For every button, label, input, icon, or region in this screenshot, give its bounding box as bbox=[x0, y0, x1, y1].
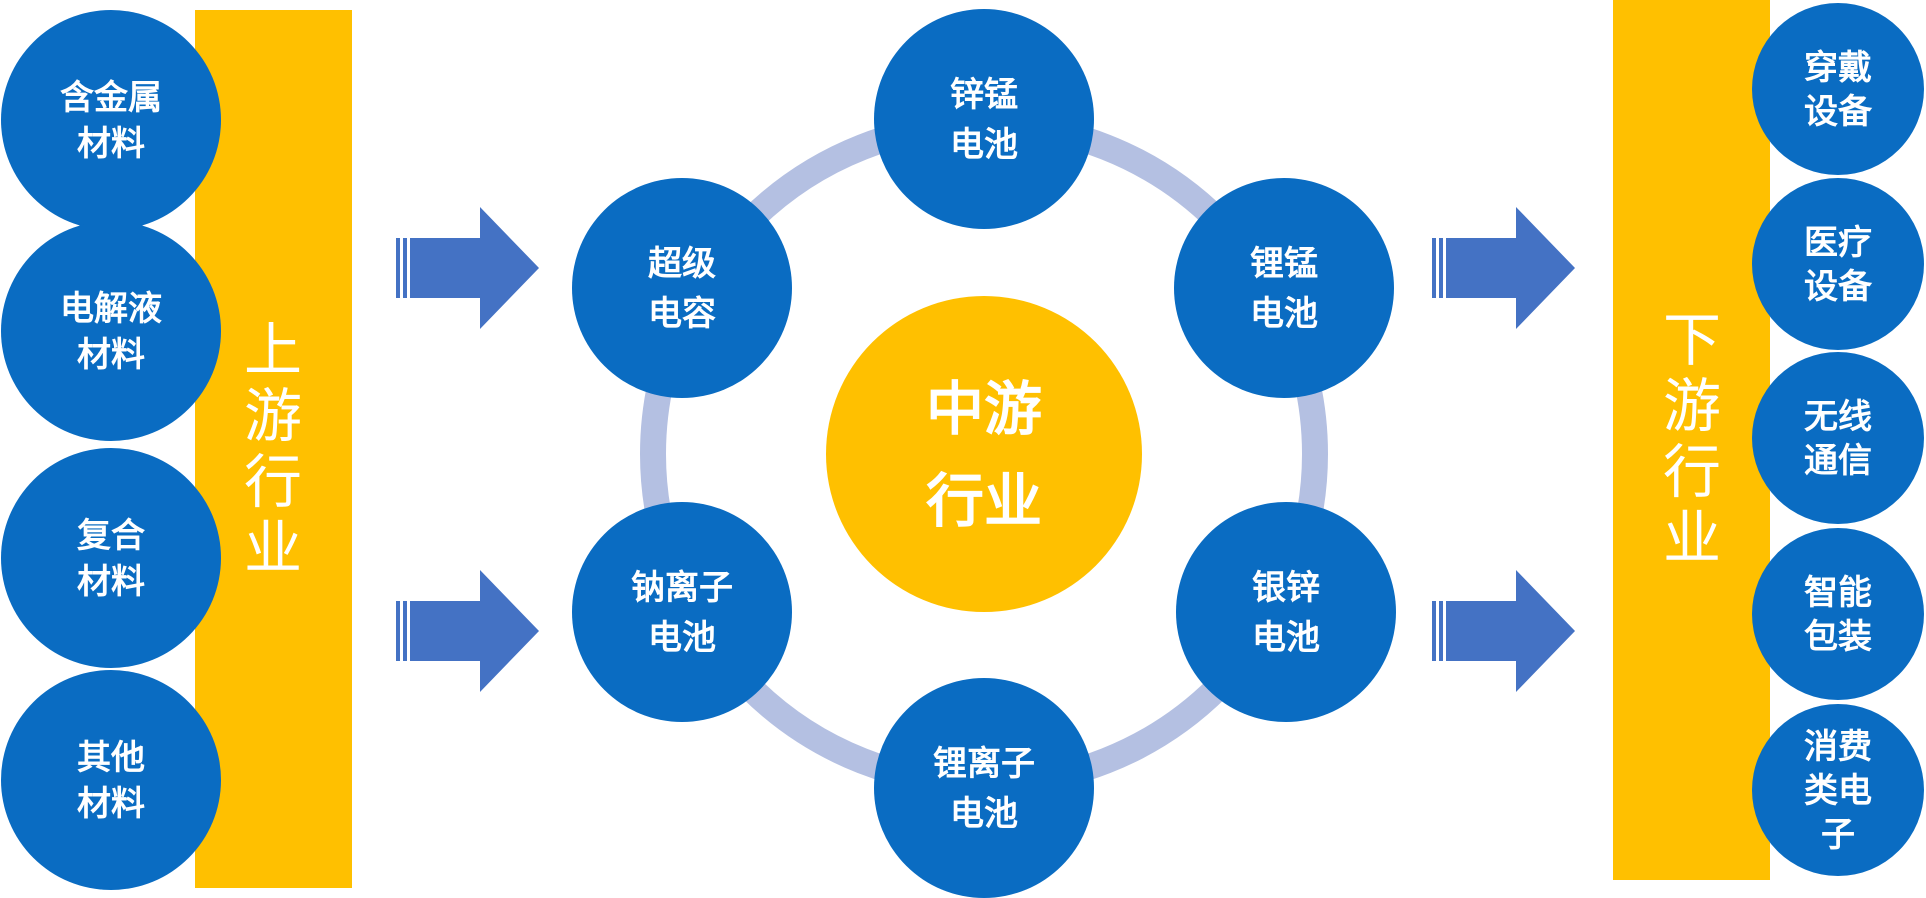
arrow-upstream-top-stripe bbox=[396, 238, 400, 298]
midstream-node-label-line: 电容 bbox=[648, 294, 716, 334]
arrow-downstream-top-stripe bbox=[1432, 238, 1436, 298]
upstream-node-label-line: 其他 bbox=[77, 738, 145, 778]
arrow-downstream-bottom-head bbox=[1446, 570, 1575, 692]
upstream-bar: 上游行业 bbox=[195, 10, 352, 888]
upstream-node-shape bbox=[1, 670, 221, 890]
downstream-node-shape bbox=[1752, 178, 1924, 350]
upstream-node-label-line: 复合 bbox=[77, 516, 145, 556]
upstream-bar-label: 上游行业 bbox=[244, 316, 302, 582]
midstream-node-label-line: 锌锰 bbox=[950, 75, 1018, 115]
midstream-center-shape bbox=[826, 296, 1142, 612]
arrow-downstream-top bbox=[1432, 207, 1575, 329]
downstream-node-label-line: 包装 bbox=[1804, 617, 1872, 657]
downstream-node-label-line: 穿戴 bbox=[1804, 48, 1872, 88]
arrow-upstream-bottom-head bbox=[410, 570, 539, 692]
upstream-node-label-line: 电解液 bbox=[60, 289, 162, 329]
arrow-downstream-top-head bbox=[1446, 207, 1575, 329]
midstream-node-label-line: 超级 bbox=[648, 244, 716, 284]
midstream-node-label-line: 电池 bbox=[1252, 618, 1320, 658]
midstream-node-shape bbox=[572, 178, 792, 398]
arrow-downstream-bottom-stripe bbox=[1439, 601, 1443, 661]
midstream-node-label-line: 电池 bbox=[1250, 294, 1318, 334]
upstream-node-shape bbox=[1, 10, 221, 230]
downstream-node-label-line: 无线 bbox=[1804, 397, 1872, 437]
midstream-node-shape bbox=[874, 9, 1094, 229]
downstream-node-label-line: 智能 bbox=[1804, 573, 1872, 613]
arrow-upstream-top bbox=[396, 207, 539, 329]
arrow-upstream-top-head bbox=[410, 207, 539, 329]
upstream-node-label-line: 材料 bbox=[77, 335, 145, 375]
arrow-downstream-bottom-stripe bbox=[1432, 601, 1436, 661]
upstream-node-shape bbox=[1, 448, 221, 668]
midstream-node-shape bbox=[1176, 502, 1396, 722]
midstream-center-label-line: 行业 bbox=[926, 467, 1042, 535]
arrow-upstream-bottom-stripe bbox=[403, 601, 407, 661]
midstream-node-label-line: 钠离子 bbox=[631, 568, 733, 608]
upstream-node-label-line: 含金属 bbox=[60, 78, 162, 118]
arrow-upstream-bottom bbox=[396, 570, 539, 692]
downstream-node-label-line: 医疗 bbox=[1804, 223, 1872, 263]
midstream-node-shape bbox=[1174, 178, 1394, 398]
downstream-node-shape bbox=[1752, 352, 1924, 524]
downstream-node-label-line: 设备 bbox=[1804, 267, 1873, 307]
upstream-bar-shape bbox=[195, 10, 352, 888]
downstream-node-shape bbox=[1752, 3, 1924, 175]
downstream-bar-shape bbox=[1613, 0, 1770, 880]
downstream-node-label-line: 消费 bbox=[1804, 727, 1872, 767]
downstream-node-shape bbox=[1752, 704, 1924, 876]
midstream-node-label-line: 电池 bbox=[950, 794, 1018, 834]
downstream-node-label-line: 设备 bbox=[1804, 92, 1873, 132]
downstream-node-shape bbox=[1752, 528, 1924, 700]
midstream-node-shape bbox=[572, 502, 792, 722]
upstream-node-shape bbox=[1, 221, 221, 441]
midstream-node-label-line: 银锌 bbox=[1252, 568, 1320, 608]
upstream-node-label-line: 材料 bbox=[77, 784, 145, 824]
upstream-node-label-line: 材料 bbox=[77, 124, 145, 164]
midstream-node-label-line: 电池 bbox=[648, 618, 716, 658]
upstream-node-label-line: 材料 bbox=[77, 562, 145, 602]
downstream-node-label-line: 类电 bbox=[1804, 771, 1872, 811]
midstream-node-label-line: 锂锰 bbox=[1250, 244, 1318, 284]
midstream-node-shape bbox=[874, 678, 1094, 898]
downstream-bar-label: 下游行业 bbox=[1663, 306, 1721, 572]
midstream-node-label-line: 锂离子 bbox=[933, 744, 1035, 784]
downstream-bar: 下游行业 bbox=[1613, 0, 1770, 880]
arrow-upstream-top-stripe bbox=[403, 238, 407, 298]
arrow-downstream-bottom bbox=[1432, 570, 1575, 692]
arrow-downstream-top-stripe bbox=[1439, 238, 1443, 298]
midstream-node-label-line: 电池 bbox=[950, 125, 1018, 165]
downstream-node-label-line: 通信 bbox=[1804, 441, 1872, 481]
arrow-upstream-bottom-stripe bbox=[396, 601, 400, 661]
midstream-center-label-line: 中游 bbox=[926, 375, 1042, 443]
downstream-node-label-line: 子 bbox=[1821, 815, 1855, 855]
